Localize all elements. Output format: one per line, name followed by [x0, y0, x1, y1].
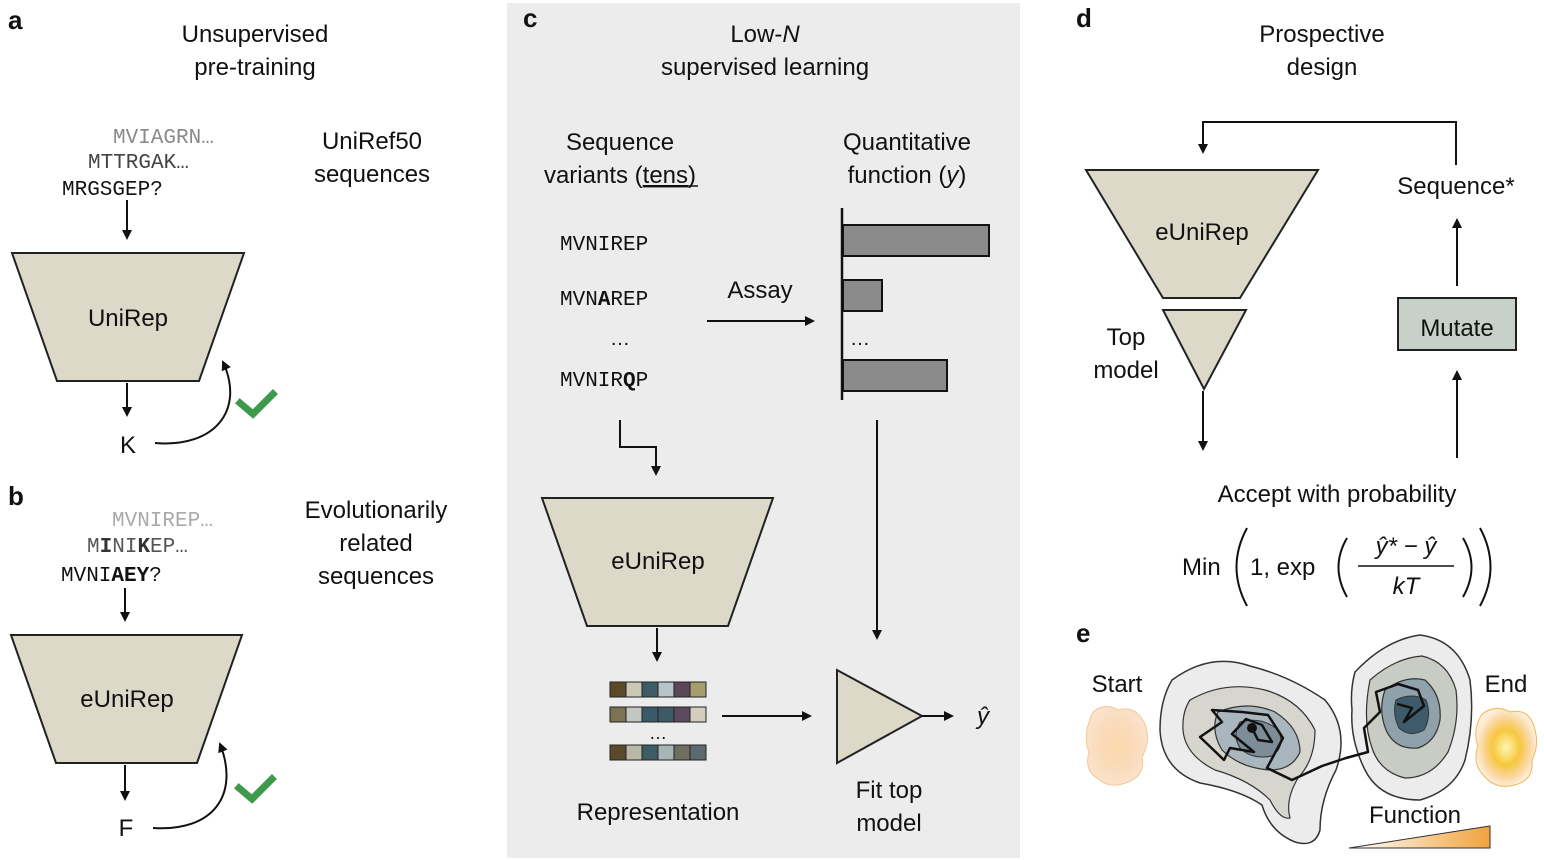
panel-b-seq2: MINIKEP… — [87, 536, 188, 559]
representation-vector-1 — [609, 681, 707, 698]
panel-e-letter: e — [1076, 618, 1090, 648]
panel-d-sequence-star: Sequence* — [1397, 173, 1514, 200]
panel-a-title-line2: pre-training — [194, 54, 315, 81]
panel-e: e Start End Function — [1076, 618, 1538, 849]
panel-c-col2-line1: Quantitative — [843, 129, 971, 156]
panel-d-loop-arrow — [1198, 121, 1457, 165]
panel-e-function-label: Function — [1369, 802, 1461, 829]
panel-d-mutate-box — [1397, 297, 1517, 351]
panel-d-title-line2: design — [1287, 54, 1358, 81]
formula-left-paren-inner — [1337, 537, 1348, 598]
panel-c-yhat: ŷ — [975, 703, 991, 730]
panel-c-model-shape — [540, 497, 775, 627]
panel-a-letter: a — [8, 5, 23, 35]
formula-denominator: kT — [1393, 573, 1422, 600]
formula-right-paren-outer — [1479, 527, 1492, 607]
representation-vector-3 — [609, 744, 707, 761]
panel-c-representation-vectors: … — [609, 681, 707, 761]
panel-c-fit-line1: Fit top — [856, 777, 923, 804]
panel-c-col1-line2: variants (tens) — [544, 162, 696, 189]
panel-b-seq1: MVNIREP… — [112, 510, 213, 533]
panel-a-seq2: MTTRGAK… — [88, 152, 189, 175]
formula-left-paren-outer — [1235, 527, 1248, 607]
panel-a: a Unsupervised pre-training MVIAGRN… MTT… — [8, 5, 430, 459]
panel-c-letter: c — [523, 3, 537, 33]
panel-c-fit-line2: model — [856, 810, 921, 837]
panel-a-seq1: MVIAGRN… — [113, 127, 214, 150]
panel-c-title-line2: supervised learning — [661, 54, 869, 81]
formula-numerator: ŷ* − ŷ — [1374, 533, 1439, 560]
panel-c-bars — [842, 224, 990, 392]
formula-one-exp: 1, exp — [1250, 554, 1315, 581]
panel-d-model-label: eUniRep — [1155, 219, 1248, 246]
panel-b-letter: b — [8, 481, 24, 511]
panel-d-top-line1: Top — [1107, 324, 1146, 351]
panel-c-rep-ellipsis: … — [649, 723, 667, 743]
panel-d-top-model-shape — [1161, 309, 1248, 392]
panel-a-feedback-arrow — [154, 360, 232, 445]
panel-b-model-label: eUniRep — [80, 686, 173, 713]
panel-c-bar-ellipsis: … — [850, 328, 870, 350]
function-gradient-wedge — [1348, 825, 1491, 849]
panel-c-variant-ellipsis: … — [610, 328, 630, 350]
panel-c-model-label: eUniRep — [611, 548, 704, 575]
assay-bar-3 — [842, 359, 948, 392]
panel-a-model-label: UniRep — [88, 305, 168, 332]
panel-c-seq-to-model-arrow — [619, 420, 661, 476]
panel-d-model-shape — [1084, 169, 1320, 299]
panel-b-label-line3: sequences — [318, 563, 434, 590]
panel-a-output: K — [120, 432, 136, 459]
panel-c-variant3: MVNIRQP — [560, 370, 648, 393]
panel-c-assay-label: Assay — [727, 277, 792, 304]
panel-c: c Low-N supervised learning Sequence var… — [523, 3, 991, 837]
panel-c-title-line1: Low-N — [730, 21, 800, 48]
end-protein-icon — [1475, 708, 1538, 787]
panel-d-accept-label: Accept with probability — [1218, 481, 1457, 508]
panel-c-col2-line2: function (y) — [848, 162, 967, 189]
panel-b-check-icon — [234, 774, 277, 804]
panel-b-seq3: MVNIAEY? — [61, 565, 162, 588]
assay-bar-2 — [842, 279, 883, 312]
assay-bar-1 — [842, 224, 990, 257]
panel-a-seq3: MRGSGEP? — [62, 179, 163, 202]
panel-d-letter: d — [1076, 3, 1092, 33]
panel-c-variant2: MVNAREP — [560, 289, 648, 312]
panel-b-feedback-arrow — [152, 742, 228, 830]
panel-a-check-icon — [235, 389, 278, 419]
panel-b-label-line1: Evolutionarily — [305, 497, 448, 524]
panel-e-end-label: End — [1485, 671, 1528, 698]
panel-a-label-line2: sequences — [314, 161, 430, 188]
panel-b: b MVNIREP… MINIKEP… MVNIAEY? Evolutionar… — [8, 481, 447, 842]
formula-right-paren-inner — [1462, 537, 1473, 598]
walk-start-dot — [1247, 723, 1257, 733]
panel-c-representation-label: Representation — [577, 799, 740, 826]
formula-min: Min — [1182, 554, 1221, 581]
panel-d-top-line2: model — [1093, 357, 1158, 384]
panel-b-label-line2: related — [339, 530, 412, 557]
walk-path — [1198, 682, 1426, 782]
representation-vector-2 — [609, 706, 707, 723]
panel-d-title-line1: Prospective — [1259, 21, 1384, 48]
panel-d-mutate-label: Mutate — [1420, 315, 1493, 342]
panel-a-model-shape — [10, 252, 246, 382]
panel-d: d Prospective design eUniRep Top model S… — [1076, 3, 1517, 607]
panel-d-formula: Min 1, exp ŷ* − ŷ kT — [1182, 527, 1492, 607]
panel-c-top-model-shape — [836, 668, 925, 765]
panel-b-output: F — [119, 815, 134, 842]
panel-a-label-line1: UniRef50 — [322, 128, 422, 155]
start-protein-icon — [1085, 706, 1148, 786]
fitness-landscape — [1159, 634, 1473, 845]
panel-a-title-line1: Unsupervised — [182, 21, 329, 48]
panel-b-model-shape — [9, 634, 244, 764]
panel-e-start-label: Start — [1092, 671, 1143, 698]
panel-c-variant1: MVNIREP — [560, 234, 648, 257]
panel-c-col1-line1: Sequence — [566, 129, 674, 156]
